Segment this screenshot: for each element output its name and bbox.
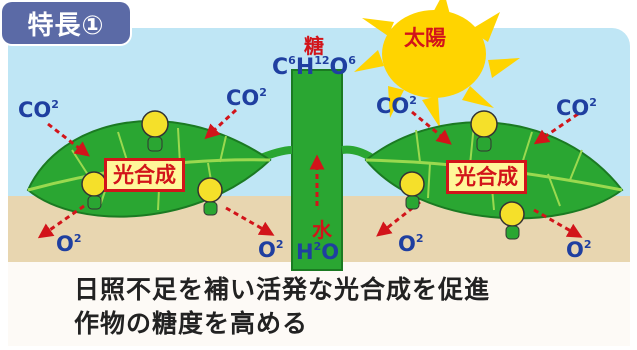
co2-label: CO2 <box>376 94 417 118</box>
photosynthesis-label: 光合成 <box>104 158 185 192</box>
co2-label: CO2 <box>18 98 59 122</box>
caption-line-1: 日照不足を補い活発な光合成を促進 <box>74 275 491 304</box>
o2-label: O2 <box>398 232 424 256</box>
flow-arrows <box>37 108 583 239</box>
glucose-formula: C6H12O6 <box>272 54 356 80</box>
photosynthesis-label: 光合成 <box>446 160 527 194</box>
water-label: 水 <box>312 218 332 242</box>
o2-label: O2 <box>566 238 592 262</box>
co2-label: CO2 <box>556 96 597 120</box>
water-formula: H2O <box>296 240 340 264</box>
sugar-label: 糖 <box>304 34 324 58</box>
o2-label: O2 <box>258 238 284 262</box>
feature-badge: 特長① <box>2 2 130 44</box>
sun-label: 太陽 <box>404 26 446 50</box>
sun-icon <box>354 0 520 128</box>
o2-label: O2 <box>56 232 82 256</box>
caption-line-2: 作物の糖度を高める <box>74 309 309 338</box>
co2-label: CO2 <box>226 86 267 110</box>
